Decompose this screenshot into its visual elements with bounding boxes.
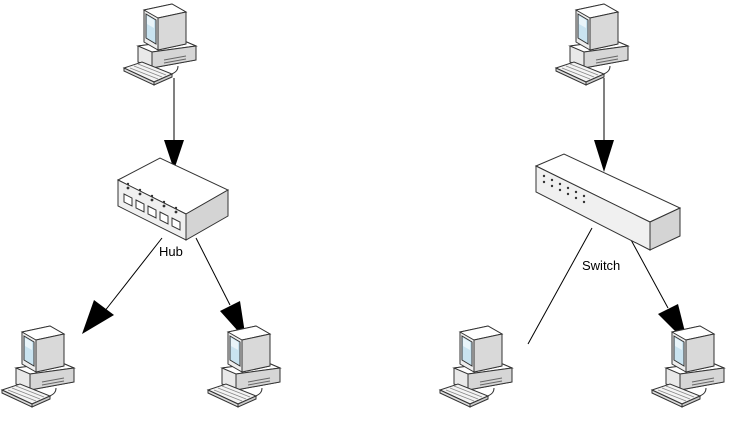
switch-label: Switch: [582, 258, 620, 273]
computer-icon: [123, 3, 197, 86]
computer-icon: [1, 325, 75, 408]
switch-diagram: Switch: [439, 3, 725, 408]
computer-icon: [439, 325, 513, 408]
hub-diagram: Hub: [1, 3, 281, 408]
arrow-head: [82, 300, 114, 334]
computer-icon: [207, 325, 281, 408]
hub-label: Hub: [159, 244, 183, 259]
computer-icon: [651, 325, 725, 408]
hub-icon: [116, 157, 230, 241]
link-line: [629, 237, 669, 309]
link-line: [527, 227, 593, 345]
switch-icon: [534, 153, 682, 251]
arrow-head: [164, 140, 184, 170]
link-line: [103, 237, 163, 313]
link-line: [195, 237, 231, 306]
arrow-head: [594, 140, 614, 172]
computer-icon: [555, 3, 629, 86]
